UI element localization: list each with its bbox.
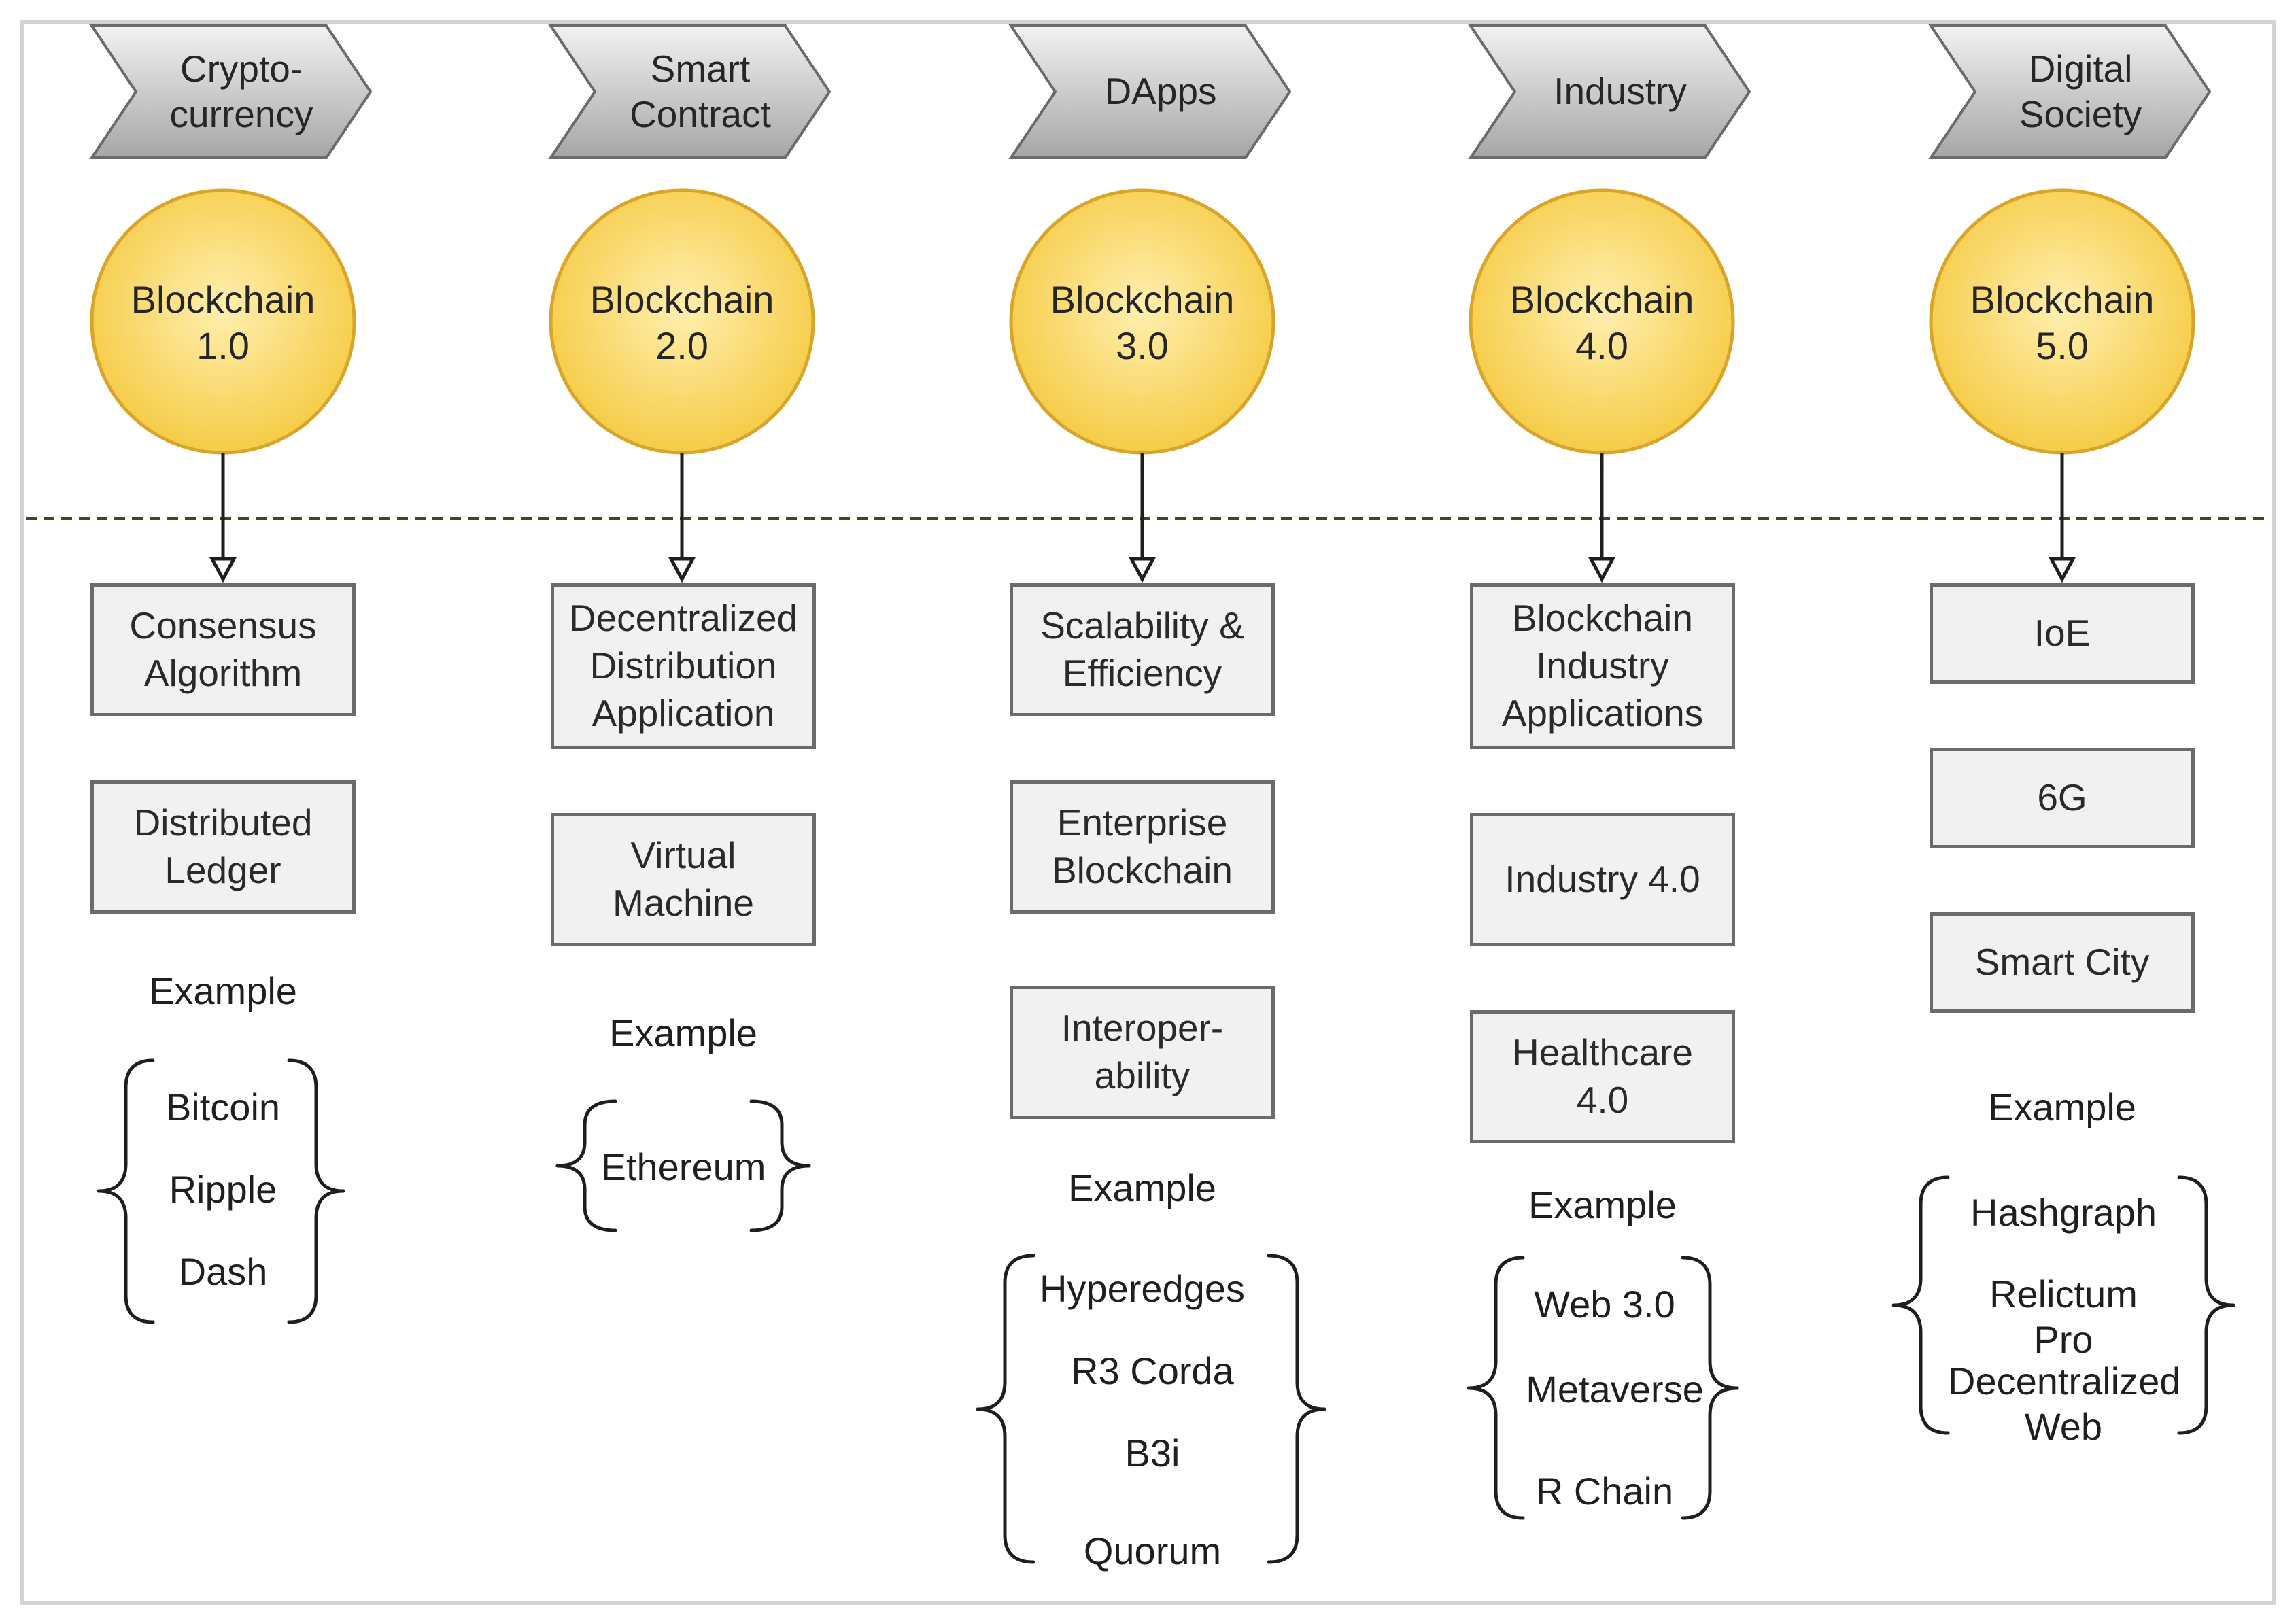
example-label-4: Example [1528,1184,1677,1226]
feature-box-1-2: Distributed Ledger [90,780,356,914]
feature-box-5-2: 6G [1930,748,2195,848]
example-item-3-3: B3i [1125,1432,1180,1474]
feature-box-2-1: Decentralized Distribution Application [551,583,816,749]
example-item-3-2: R3 Corda [1071,1349,1234,1392]
arrow-1 [209,453,237,583]
example-item-4-3: R Chain [1535,1470,1674,1513]
example-item-2-1: Ethereum [600,1145,766,1188]
chevron-2 [548,24,832,159]
stage-label-3: Blockchain 3.0 [1050,277,1235,367]
feature-box-1-1: Consensus Algorithm [90,583,356,716]
example-label-3: Example [1068,1167,1216,1209]
arrow-4 [1588,453,1616,583]
example-item-1-2: Ripple [169,1168,277,1211]
brace-right-3 [1267,1254,1326,1564]
example-label-5: Example [1988,1086,2136,1128]
example-label-2: Example [609,1012,757,1054]
feature-box-2-2: Virtual Machine [551,813,816,946]
brace-right-1 [287,1058,345,1324]
brace-left-5 [1891,1175,1950,1435]
chevron-1 [89,24,373,159]
chevron-3 [1008,24,1292,159]
feature-box-5-1: IoE [1930,583,2195,684]
brace-left-4 [1467,1256,1525,1520]
example-label-1: Example [149,969,297,1012]
feature-box-4-2: Industry 4.0 [1470,813,1735,946]
arrow-5 [2048,453,2076,583]
brace-right-5 [2177,1175,2235,1435]
feature-box-4-1: Blockchain Industry Applications [1470,583,1735,749]
category-label-4: Industry [1554,70,1687,113]
example-item-3-4: Quorum [1083,1530,1222,1572]
example-item-4-1: Web 3.0 [1534,1283,1675,1326]
example-item-5-1: Hashgraph [1970,1191,2157,1234]
stage-label-4: Blockchain 4.0 [1509,277,1694,367]
category-label-1: Crypto- currency [169,47,313,135]
feature-box-3-2: Enterprise Blockchain [1010,780,1275,914]
example-item-5-2: Relictum Pro [1989,1273,2138,1362]
feature-box-3-1: Scalability & Efficiency [1010,583,1275,716]
stage-label-1: Blockchain 1.0 [131,277,315,367]
category-label-2: Smart Contract [630,47,771,135]
arrow-3 [1128,453,1156,583]
example-item-4-2: Metaverse [1526,1368,1704,1411]
example-item-1-1: Bitcoin [165,1086,281,1128]
brace-left-1 [97,1058,155,1324]
category-label-5: Digital Society [2019,47,2142,135]
chevron-4 [1468,24,1751,159]
feature-box-3-3: Interoper- ability [1010,986,1275,1119]
feature-box-5-3: Smart City [1930,912,2195,1013]
chevron-5 [1928,24,2212,159]
brace-right-4 [1681,1256,1739,1520]
brace-right-2 [749,1099,811,1232]
stage-label-5: Blockchain 5.0 [1970,277,2155,367]
example-item-5-3: Decentralized Web [1948,1360,2181,1449]
feature-box-4-3: Healthcare 4.0 [1470,1010,1735,1143]
example-item-1-3: Dash [178,1250,268,1293]
stage-label-2: Blockchain 2.0 [589,277,774,367]
brace-left-3 [976,1254,1035,1564]
category-label-3: DApps [1104,70,1217,113]
brace-left-2 [555,1099,617,1232]
example-item-3-1: Hyperedges [1040,1267,1245,1310]
arrow-2 [668,453,696,583]
